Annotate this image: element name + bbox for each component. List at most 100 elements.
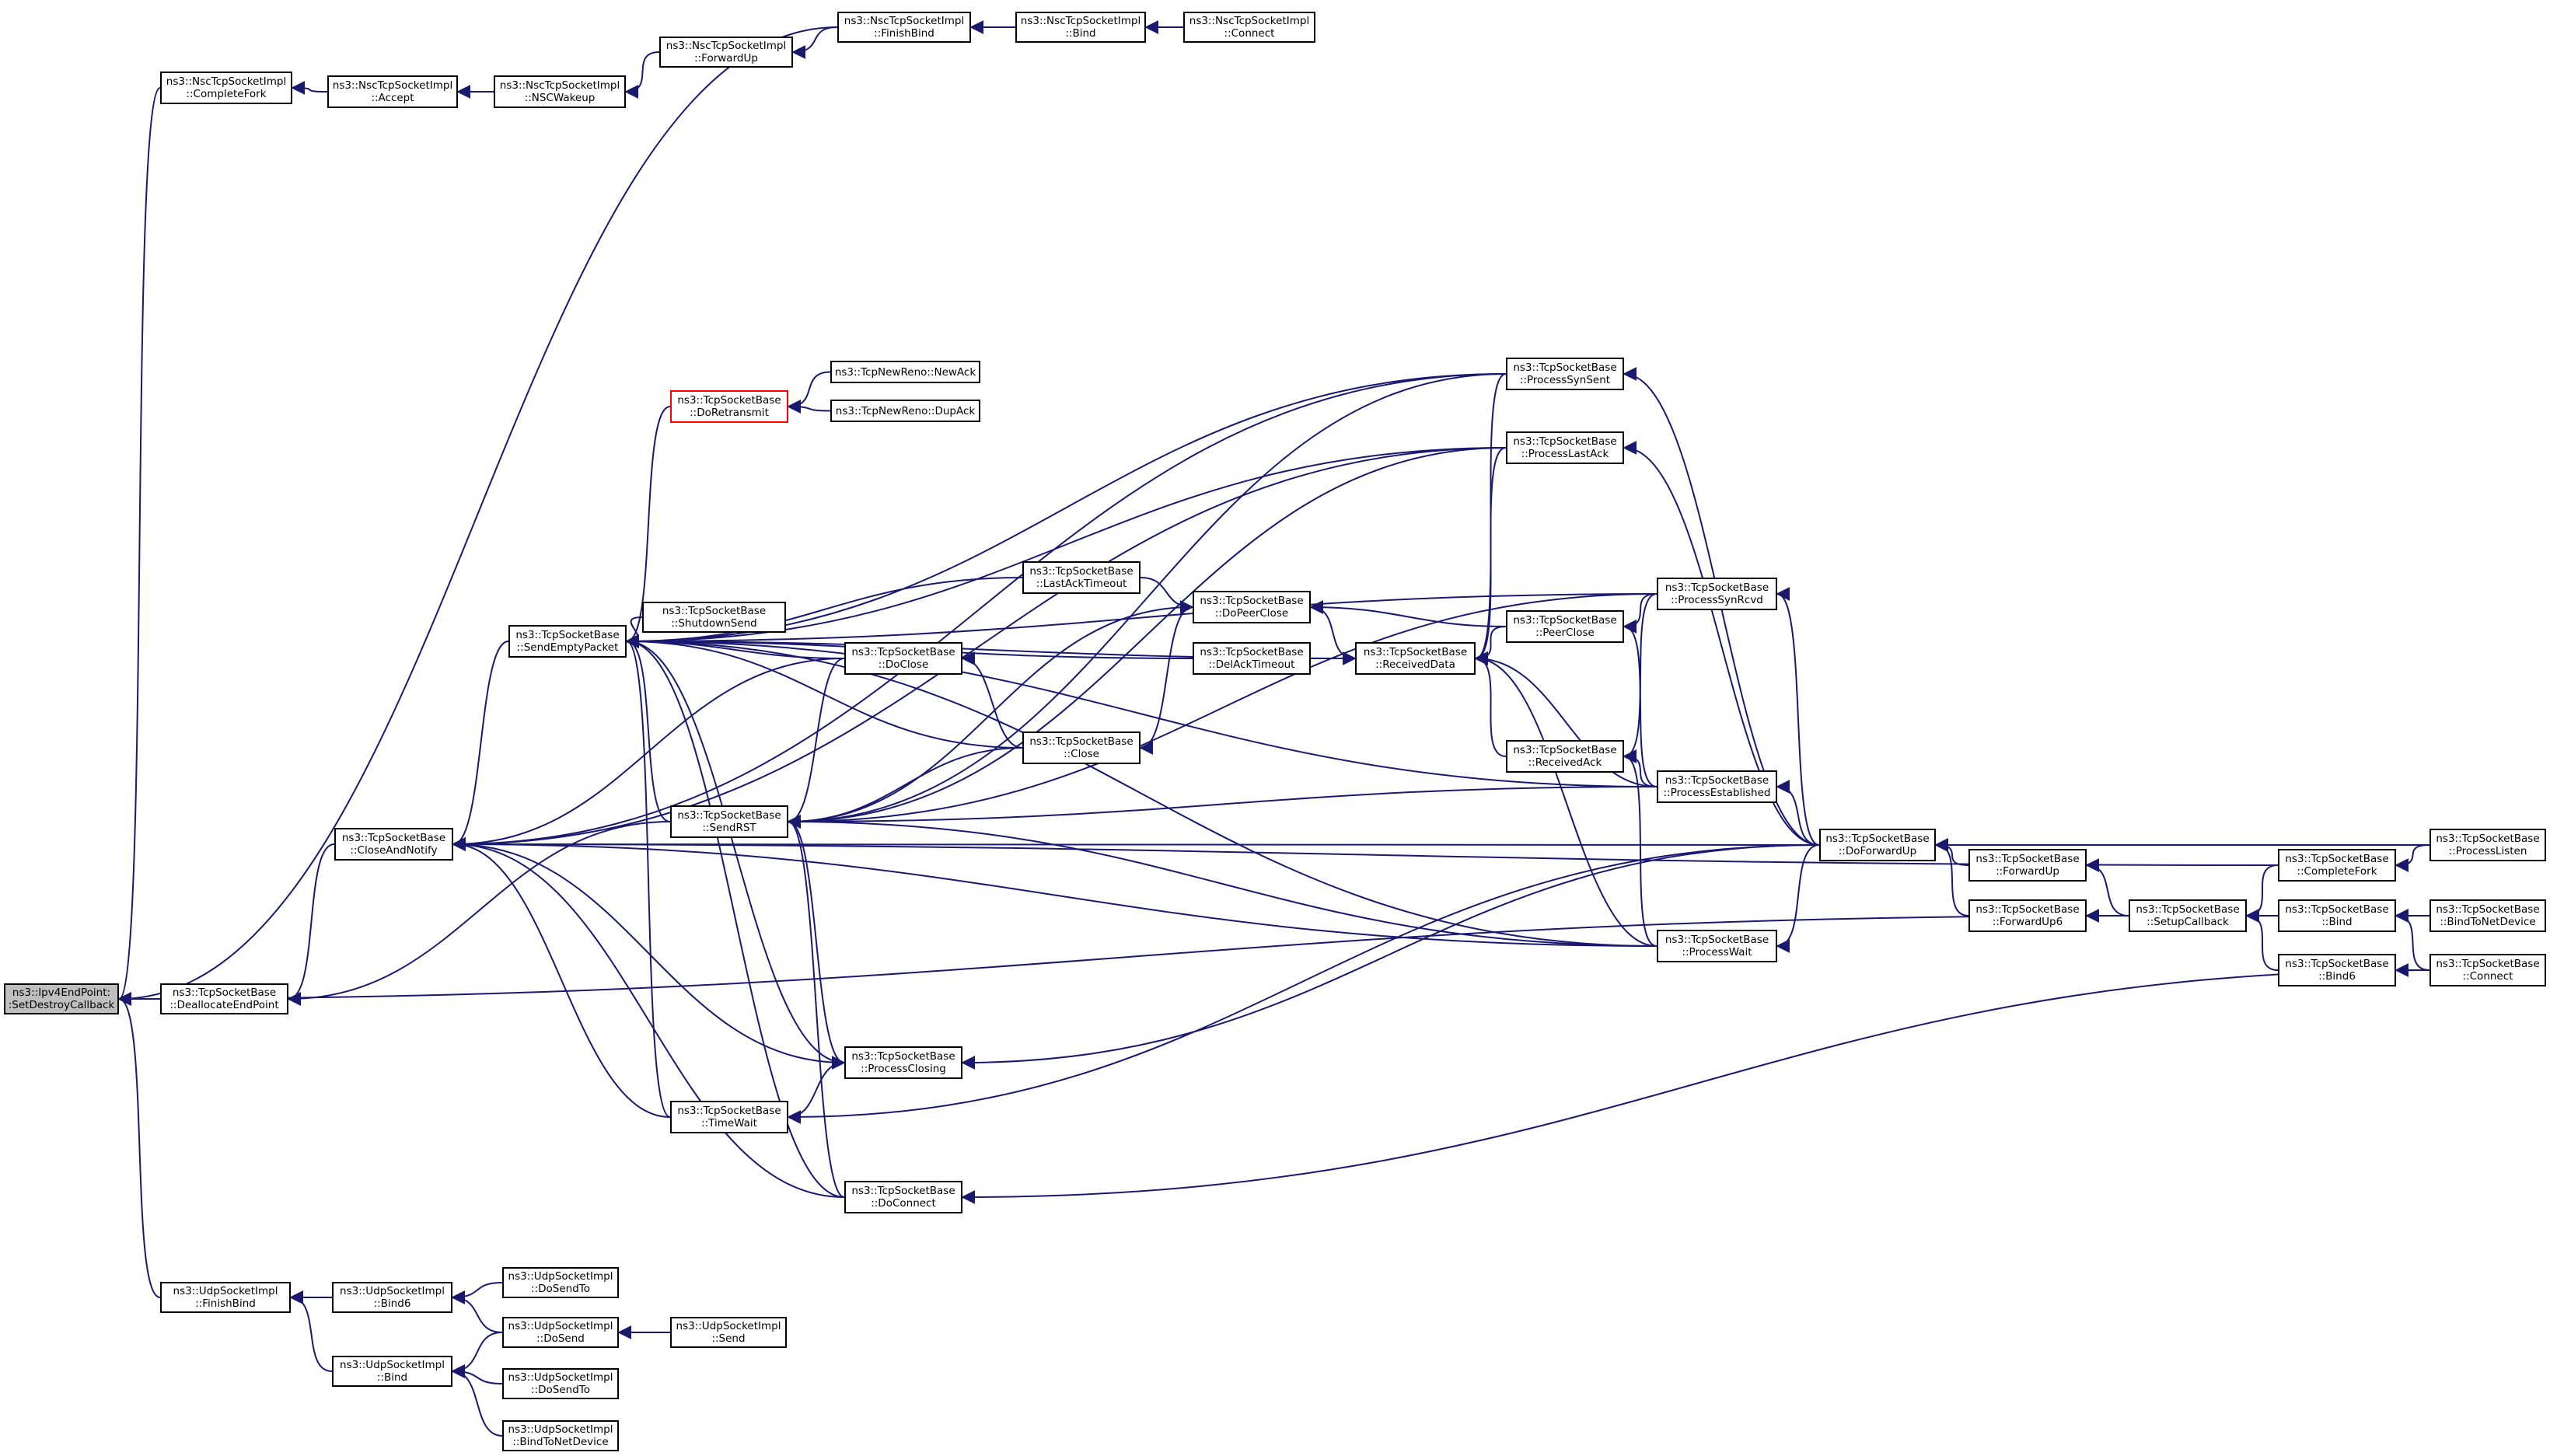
node-nscBind[interactable]: ns3::NscTcpSocketImpl::Bind xyxy=(1015,12,1146,43)
node-label-line1: ns3::TcpSocketBase xyxy=(662,605,767,617)
node-can[interactable]: ns3::TcpSocketBase::CloseAndNotify xyxy=(334,828,453,861)
node-label-line1: ns3::TcpNewReno::NewAck xyxy=(834,365,976,379)
edge-pw-to-ra xyxy=(1623,749,1658,947)
edge-pc-to-dpc xyxy=(1309,600,1507,627)
node-dealloc[interactable]: ns3::TcpSocketBase::DeallocateEndPoint xyxy=(160,983,288,1014)
node-close[interactable]: ns3::TcpSocketBase::Close xyxy=(1022,731,1141,764)
node-label-line2: ::CompleteFork xyxy=(2297,865,2377,878)
node-udpDST1[interactable]: ns3::UdpSocketImpl::DoSendTo xyxy=(502,1267,619,1298)
edge-nscFB-to-nscFU xyxy=(791,26,838,59)
edge-plisten-to-tcf xyxy=(2395,844,2430,872)
node-nscFU[interactable]: ns3::NscTcpSocketImpl::ForwardUp xyxy=(659,37,793,68)
node-label-line1: ns3::TcpSocketBase xyxy=(2285,853,2389,865)
node-label-line2: ::BindToNetDevice xyxy=(2440,916,2536,928)
node-lat[interactable]: ns3::TcpSocketBase::LastAckTimeout xyxy=(1022,561,1141,594)
node-udpB6[interactable]: ns3::UdpSocketImpl::Bind6 xyxy=(332,1282,452,1313)
node-label-line1: ns3::UdpSocketImpl xyxy=(508,1270,613,1283)
node-tbind6[interactable]: ns3::TcpSocketBase::Bind6 xyxy=(2278,954,2396,986)
node-label-line1: ns3::TcpSocketBase xyxy=(2436,833,2540,845)
node-label-line1: ns3::UdpSocketImpl xyxy=(676,1320,781,1332)
node-scb[interactable]: ns3::TcpSocketBase::SetupCallback xyxy=(2129,899,2247,932)
edge-pla-to-rd xyxy=(1474,447,1507,665)
node-pc[interactable]: ns3::TcpSocketBase::PeerClose xyxy=(1506,610,1624,643)
edge-nscAcc-to-nscCF xyxy=(291,81,328,96)
edge-tw-to-can xyxy=(452,837,671,1118)
node-fu[interactable]: ns3::TcpSocketBase::ForwardUp xyxy=(1968,849,2087,882)
node-label-line1: ns3::UdpSocketImpl xyxy=(173,1285,278,1297)
node-label-line1: ns3::NscTcpSocketImpl xyxy=(665,40,787,52)
edge-dfu-to-tw xyxy=(787,844,1820,1124)
node-pla[interactable]: ns3::TcpSocketBase::ProcessLastAck xyxy=(1506,431,1624,464)
node-udpFB[interactable]: ns3::UdpSocketImpl::FinishBind xyxy=(160,1282,291,1313)
node-label-line2: ::SetupCallback xyxy=(2147,916,2229,928)
node-fu6[interactable]: ns3::TcpSocketBase::ForwardUp6 xyxy=(1968,899,2087,932)
node-tconn[interactable]: ns3::TcpSocketBase::Connect xyxy=(2429,954,2546,986)
edge-pw-to-sep xyxy=(625,634,1658,947)
node-pw[interactable]: ns3::TcpSocketBase::ProcessWait xyxy=(1657,930,1777,962)
edge-ra-to-rd xyxy=(1474,651,1507,757)
node-label-line1: ns3::TcpSocketBase xyxy=(1029,735,1134,748)
node-label-line1: ns3::TcpSocketBase xyxy=(1513,435,1617,448)
edge-pc-to-rd xyxy=(1474,626,1507,665)
node-ra[interactable]: ns3::TcpSocketBase::ReceivedAck xyxy=(1506,740,1624,773)
node-doclose[interactable]: ns3::TcpSocketBase::DoClose xyxy=(844,642,962,675)
edge-psr-to-ra xyxy=(1623,593,1658,763)
node-label-line1: ns3::TcpSocketBase xyxy=(1664,774,1769,787)
node-pss[interactable]: ns3::TcpSocketBase::ProcessSynSent xyxy=(1506,358,1624,390)
edge-tw-to-pcl xyxy=(788,1056,846,1118)
node-udpB[interactable]: ns3::UdpSocketImpl::Bind xyxy=(332,1356,452,1387)
node-pe[interactable]: ns3::TcpSocketBase::ProcessEstablished xyxy=(1657,770,1777,803)
node-root[interactable]: ns3::Ipv4EndPoint::SetDestroyCallback xyxy=(4,983,119,1014)
node-sep[interactable]: ns3::TcpSocketBase::SendEmptyPacket xyxy=(508,625,627,658)
node-nrNew[interactable]: ns3::TcpNewReno::NewAck xyxy=(830,361,980,383)
node-nscConn[interactable]: ns3::NscTcpSocketImpl::Connect xyxy=(1183,12,1315,43)
node-nscWake[interactable]: ns3::NscTcpSocketImpl::NSCWakeup xyxy=(494,75,626,108)
edge-doconn-to-can xyxy=(452,837,845,1198)
edge-pcl-to-sep xyxy=(625,634,845,1063)
node-psr[interactable]: ns3::TcpSocketBase::ProcessSynRcvd xyxy=(1657,578,1777,610)
edge-udpB-to-udpFB xyxy=(289,1290,333,1372)
node-dor[interactable]: ns3::TcpSocketBase::DoRetransmit xyxy=(670,390,788,423)
edge-udpDST1-to-udpB6 xyxy=(451,1282,503,1304)
node-dfu[interactable]: ns3::TcpSocketBase::DoForwardUp xyxy=(1819,829,1936,861)
node-label-line1: ns3::TcpSocketBase xyxy=(2285,903,2389,916)
node-shut[interactable]: ns3::TcpSocketBase::ShutdownSend xyxy=(642,602,786,633)
node-tw[interactable]: ns3::TcpSocketBase::TimeWait xyxy=(670,1101,788,1133)
node-dat[interactable]: ns3::TcpSocketBase::DelAckTimeout xyxy=(1193,642,1311,675)
node-label-line1: ns3::TcpSocketBase xyxy=(1975,853,2080,865)
node-label-line2: ::NSCWakeup xyxy=(524,92,596,104)
edge-nrNew-to-dor xyxy=(787,371,831,414)
node-nrDup[interactable]: ns3::TcpNewReno::DupAck xyxy=(830,400,980,422)
node-label-line1: ns3::NscTcpSocketImpl xyxy=(1189,15,1310,27)
node-label-line1: ns3::TcpSocketBase xyxy=(1513,744,1617,756)
node-label-line2: ::FinishBind xyxy=(195,1297,256,1310)
node-tbind[interactable]: ns3::TcpSocketBase::Bind xyxy=(2278,899,2396,932)
node-nscFB[interactable]: ns3::NscTcpSocketImpl::FinishBind xyxy=(837,12,971,43)
node-label-line1: ns3::TcpSocketBase xyxy=(1200,646,1304,658)
node-label-line1: ns3::TcpSocketBase xyxy=(515,629,620,641)
node-label-line1: ns3::TcpSocketBase xyxy=(677,394,781,407)
node-label-line2: ::CompleteFork xyxy=(186,88,267,100)
node-label-line2: ::ProcessSynRcvd xyxy=(1671,594,1763,606)
node-nscAcc[interactable]: ns3::NscTcpSocketImpl::Accept xyxy=(327,75,458,108)
edge-scb-to-root xyxy=(117,915,2129,1006)
node-label-line2: :SetDestroyCallback xyxy=(8,999,115,1011)
node-udpDST2[interactable]: ns3::UdpSocketImpl::DoSendTo xyxy=(502,1368,619,1399)
edge-tcf-to-scb xyxy=(2245,864,2279,923)
node-dpc[interactable]: ns3::TcpSocketBase::DoPeerClose xyxy=(1193,591,1311,623)
node-doconn[interactable]: ns3::TcpSocketBase::DoConnect xyxy=(844,1181,962,1213)
node-srst[interactable]: ns3::TcpSocketBase::SendRST xyxy=(670,805,788,838)
node-udpSend[interactable]: ns3::UdpSocketImpl::Send xyxy=(670,1317,787,1348)
node-label-line1: ns3::TcpSocketBase xyxy=(2285,958,2389,970)
node-btnd[interactable]: ns3::TcpSocketBase::BindToNetDevice xyxy=(2429,899,2546,932)
node-label-line2: ::Bind xyxy=(1065,27,1096,40)
node-rd[interactable]: ns3::TcpSocketBase::ReceivedData xyxy=(1355,642,1476,675)
node-tcf[interactable]: ns3::TcpSocketBase::CompleteFork xyxy=(2278,849,2396,882)
node-nscCF[interactable]: ns3::NscTcpSocketImpl::CompleteFork xyxy=(160,72,292,104)
node-plisten[interactable]: ns3::TcpSocketBase::ProcessListen xyxy=(2429,829,2546,861)
node-pcl[interactable]: ns3::TcpSocketBase::ProcessClosing xyxy=(844,1046,962,1079)
node-udpBTND[interactable]: ns3::UdpSocketImpl::BindToNetDevice xyxy=(502,1420,619,1451)
node-label-line2: ::SendEmptyPacket xyxy=(516,641,619,654)
node-label-line2: ::DeallocateEndPoint xyxy=(169,999,279,1011)
node-udpDS[interactable]: ns3::UdpSocketImpl::DoSend xyxy=(502,1317,619,1348)
